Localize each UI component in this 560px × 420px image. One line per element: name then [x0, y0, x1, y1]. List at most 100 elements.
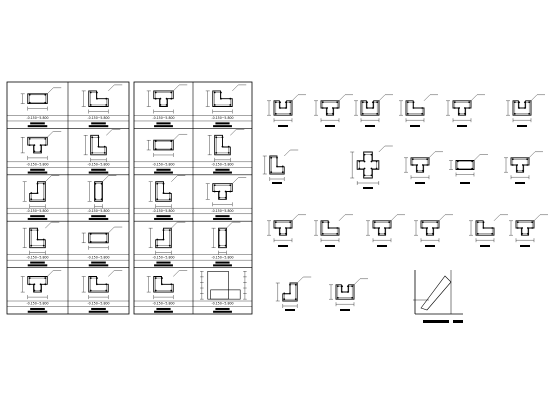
rebar-dot — [463, 112, 466, 115]
rebar-dot — [227, 151, 230, 154]
rebar-dot — [168, 198, 171, 201]
rebar-dot — [274, 101, 277, 104]
caption-bar — [156, 307, 171, 310]
leader-line — [47, 270, 54, 277]
rebar-dot — [341, 291, 344, 293]
rebar-dot — [436, 227, 439, 229]
leader-line — [173, 84, 180, 92]
rebar-dot — [105, 240, 108, 243]
rebar-dot — [366, 107, 369, 109]
rebar-dot — [28, 101, 31, 104]
detail-title-bar — [425, 245, 435, 247]
rebar-dot — [279, 232, 282, 235]
rebar-dot — [213, 190, 216, 193]
rebar-dot — [516, 164, 519, 166]
section-detail — [446, 94, 485, 127]
rebar-dot — [156, 182, 159, 185]
elevation-label: -0.150~5.800 — [26, 255, 48, 259]
rebar-dot — [89, 240, 92, 243]
section-detail — [449, 154, 488, 184]
section-detail — [366, 214, 405, 247]
leader-line — [378, 145, 385, 153]
leader-line — [108, 84, 115, 92]
rebar-dot — [170, 97, 173, 100]
rebar-dot — [44, 283, 47, 286]
section-detail — [267, 214, 306, 247]
rebar-dot — [294, 298, 297, 301]
detail-title-bar — [325, 245, 335, 247]
caption-bar — [215, 307, 230, 310]
rebar-dot — [531, 227, 534, 229]
leader-line — [171, 222, 178, 229]
rebar-dot — [42, 182, 45, 185]
leader-line — [338, 214, 346, 221]
caption-bar — [213, 171, 232, 174]
rebar-dot — [511, 164, 514, 166]
leader-line — [171, 175, 178, 182]
rebar-dot — [270, 171, 273, 174]
leader-line — [47, 131, 54, 138]
rebar-dot — [156, 244, 159, 247]
rebar-dot — [229, 97, 232, 100]
rebar-dot — [159, 97, 162, 100]
rebar-dot — [383, 232, 386, 235]
rebar-dot — [416, 164, 419, 166]
rebar-dot — [491, 232, 494, 235]
section-detail — [354, 94, 393, 127]
rebar-dot — [227, 145, 230, 148]
rebar-dot — [30, 229, 33, 232]
rebar-dot — [276, 156, 278, 159]
rebar-dot — [370, 153, 373, 156]
rebar-dot — [516, 221, 519, 224]
rebar-dot — [526, 164, 529, 166]
detail-title-bar — [460, 182, 470, 184]
rebar-dot — [346, 291, 349, 293]
elevation-label: -0.150~5.800 — [87, 209, 109, 213]
table-cell: -0.150~5.800 — [68, 226, 129, 267]
rebar-dot — [289, 101, 292, 104]
rebar-dot — [36, 192, 39, 194]
rebar-dot — [371, 101, 374, 104]
table-cell: -0.150~5.800 — [193, 129, 252, 174]
rebar-dot — [283, 292, 286, 295]
rebar-dot — [156, 238, 159, 241]
column-section-outline — [212, 90, 233, 107]
rebar-dot — [526, 158, 529, 161]
column-section-outline — [273, 100, 293, 116]
rebar-dot — [426, 164, 429, 166]
rebar-dot — [97, 136, 100, 139]
column-section-outline — [88, 276, 109, 293]
rebar-dot — [220, 91, 222, 94]
rebar-dot — [358, 167, 361, 170]
column-section-outline — [88, 90, 109, 107]
rebar-dot — [213, 91, 216, 94]
middle-column-detail-table: -0.150~5.800-0.150~5.800-0.150~5.800-0.1… — [133, 81, 253, 315]
detail-title-bar — [278, 125, 288, 127]
rebar-dot — [39, 144, 42, 147]
rebar-dot — [89, 104, 92, 106]
rebar-dot — [33, 289, 36, 292]
rebar-dot — [281, 171, 284, 174]
rebar-dot — [279, 101, 282, 104]
caption-bar — [88, 310, 109, 313]
rebar-dot — [170, 148, 173, 150]
rebar-dot — [36, 182, 39, 185]
section-detail — [329, 278, 368, 311]
leader-line — [232, 177, 239, 184]
table-cell: -0.150~5.800 — [134, 134, 193, 174]
elevation-label: -0.150~5.800 — [26, 302, 48, 306]
caption-bar — [215, 215, 230, 218]
rebar-dot — [170, 140, 173, 143]
rebar-dot — [284, 107, 287, 109]
rebar-dot — [412, 101, 415, 104]
rebar-dot — [276, 165, 278, 168]
rebar-dot — [336, 227, 339, 229]
leader-line — [291, 214, 299, 221]
rebar-dot — [294, 283, 297, 286]
rebar-dot — [518, 107, 521, 109]
section-detail — [399, 94, 438, 127]
rebar-dot — [170, 91, 173, 94]
rebar-dot — [105, 289, 108, 292]
rebar-dot — [168, 192, 171, 194]
rebar-dot — [96, 97, 98, 100]
